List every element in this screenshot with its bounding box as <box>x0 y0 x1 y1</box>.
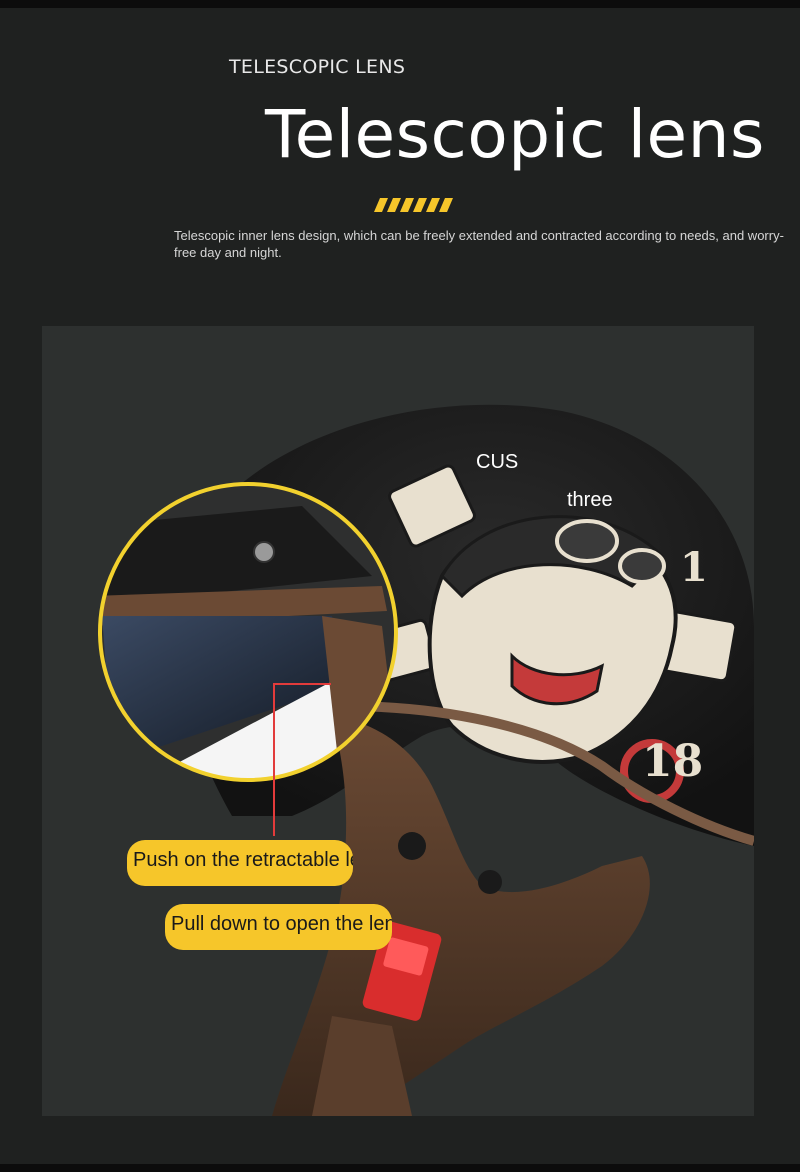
top-border <box>0 0 800 8</box>
helmet-number: 18 <box>642 736 703 787</box>
section-description: Telescopic inner lens design, which can … <box>174 228 784 260</box>
bottom-border <box>0 1164 800 1172</box>
graphic-text-cus: CUS <box>476 451 519 473</box>
callout-pointer-horizontal <box>273 683 331 685</box>
callout-pull-lens: Pull down to open the lens <box>165 904 392 950</box>
stripe-divider-icon <box>374 198 453 212</box>
callout-push-text: Push on the retractable lens <box>133 849 353 871</box>
section-eyebrow: TELESCOPIC LENS <box>229 56 406 78</box>
graphic-text-three: three <box>567 489 613 511</box>
callout-pointer-vertical <box>273 684 275 836</box>
callout-push-lens: Push on the retractable lens <box>127 840 353 886</box>
callout-pull-text: Pull down to open the lens <box>171 913 392 935</box>
helmet-number-small: 1 <box>680 544 708 591</box>
page-title: Telescopic lens <box>265 96 765 173</box>
helmet-photo: 18 1 CUS three <box>42 326 754 1116</box>
helmet-illustration: 18 1 <box>98 404 754 1116</box>
